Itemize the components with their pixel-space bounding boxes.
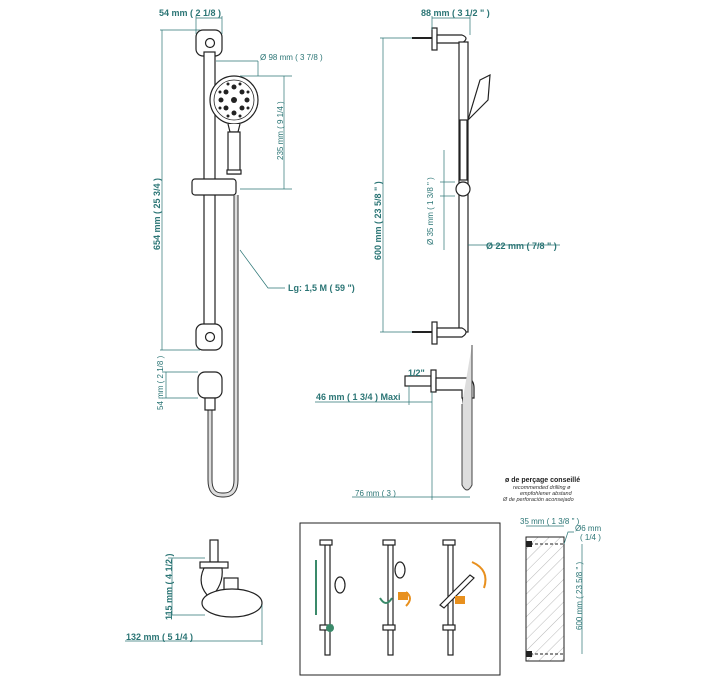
dim-bar-diameter: Ø 22 mm ( 7/8 " )	[486, 241, 557, 251]
side-view: 88 mm ( 3 1/2 " ) 600 mm ( 23 5/8 " ) Ø …	[315, 8, 580, 503]
instruction-rotate	[379, 539, 411, 656]
dim-bracket-depth: 88 mm ( 3 1/2 " )	[421, 8, 490, 18]
dim-soap-dish-depth: 132 mm ( 5 1/4 )	[126, 632, 193, 642]
dim-outlet-width: 54 mm ( 2 1/8 )	[156, 355, 165, 410]
wall-section	[525, 536, 565, 662]
soap-dish-view: 115 mm ( 4 1/2 ) 132 mm ( 5 1/4 )	[125, 539, 263, 645]
drilling-note-de: empfohlener abstand	[520, 491, 573, 497]
wall-outlet	[197, 371, 223, 399]
dim-thread: 1/2"	[408, 368, 425, 378]
dim-wall-width: 35 mm ( 1 3/8 " )	[520, 517, 580, 526]
front-view: 54 mm ( 2 1/8 ) Ø 98 mm ( 3 7/8 ) 235 mm…	[152, 8, 355, 498]
dim-drill-diameter: Ø6 mm	[575, 524, 602, 533]
wall-section-view: 35 mm ( 1 3/8 " ) Ø6 mm ( 1/4 ) 600 mm (…	[520, 517, 602, 662]
drilling-note-es: Ø de perforación aconsejado	[502, 497, 574, 503]
dim-bracket-width: 54 mm ( 2 1/8 )	[159, 8, 221, 18]
dim-handshower-length: 235 mm ( 9 1/4 )	[276, 101, 285, 160]
hand-shower	[209, 75, 259, 175]
dim-bar-center-distance: 600 mm ( 23 5/8 " )	[373, 181, 383, 260]
side-slider	[455, 181, 471, 197]
drilling-note-en: recommended drilling ø	[513, 485, 571, 491]
dim-soap-dish-height: 115 mm ( 4 1/2 )	[164, 553, 174, 620]
dim-outlet-projection: 46 mm ( 1 3/4 ) Maxi	[316, 392, 401, 402]
drilling-note-fr: ø de perçage conseillé	[505, 477, 580, 484]
dim-hole-distance: 600 mm ( 23 5/8 " )	[575, 561, 584, 630]
dim-outlet-offset: 76 mm ( 3 )	[355, 489, 396, 498]
dim-head-diameter: Ø 98 mm ( 3 7/8 )	[260, 53, 323, 62]
sliding-holder	[191, 178, 237, 196]
side-hand-shower	[467, 73, 491, 121]
adjustment-instructions-panel	[299, 522, 501, 676]
dim-total-height: 654 mm ( 25 3/4 )	[152, 178, 162, 250]
dim-hose-length: Lg: 1,5 M ( 59 ")	[288, 283, 355, 293]
instruction-tilt	[439, 539, 487, 656]
instruction-slide	[315, 539, 346, 656]
dim-drill-diameter-in: ( 1/4 )	[580, 533, 601, 542]
dim-slider-diameter: Ø 35 mm ( 1 3/8 " )	[426, 177, 435, 245]
soap-dish	[201, 588, 263, 618]
